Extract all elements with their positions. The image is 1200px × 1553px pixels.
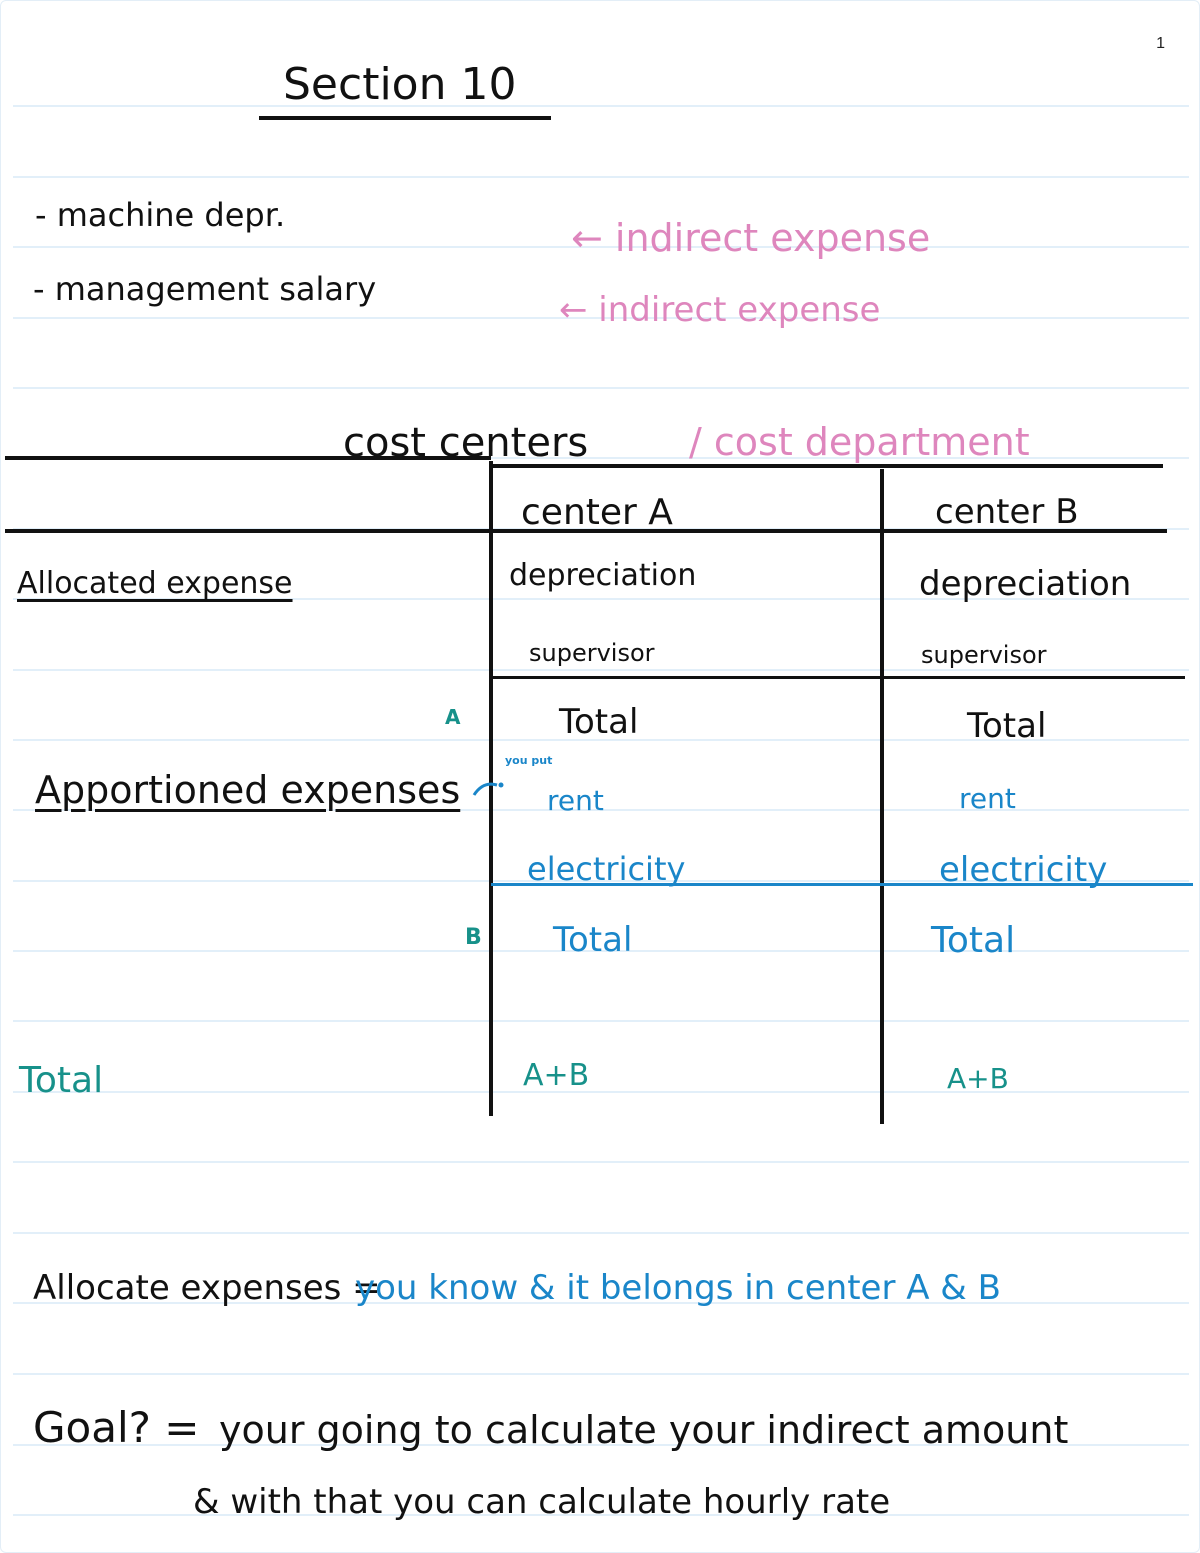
- note-management-salary: - management salary: [33, 270, 377, 308]
- ruled-line: [13, 387, 1189, 389]
- note-annotation-indirect-2: ← indirect expense: [559, 290, 881, 330]
- table-title-alt: / cost department: [689, 420, 1030, 464]
- ruled-line: [13, 457, 1189, 459]
- ruled-line: [13, 1444, 1189, 1446]
- cell-b-rent: rent: [959, 782, 1016, 815]
- ruled-line: [13, 1020, 1189, 1022]
- cell-b-depreciation: depreciation: [919, 564, 1132, 604]
- definition-allocate-text: you know & it belongs in center A & B: [355, 1268, 1001, 1308]
- cell-a-grand-total: A+B: [523, 1058, 590, 1093]
- goal-line-1: your going to calculate your indirect am…: [219, 1408, 1069, 1452]
- section-label-apportioned: Apportioned expenses: [35, 768, 461, 812]
- note-machine-depr: - machine depr.: [35, 196, 286, 234]
- marker-b: B: [465, 925, 482, 950]
- column-header-center-b: center B: [935, 492, 1079, 532]
- ruled-line: [13, 1232, 1189, 1234]
- ruled-line: [13, 950, 1189, 952]
- note-annotation-indirect-1: ← indirect expense: [571, 216, 931, 260]
- table-divider-b: [880, 469, 884, 1124]
- marker-a: A: [445, 705, 461, 729]
- section-label-allocated: Allocated expense: [17, 566, 293, 601]
- apportioned-subtotal-line: [491, 883, 1193, 886]
- cell-b-grand-total: A+B: [947, 1062, 1009, 1095]
- definition-allocate-term: Allocate expenses =: [33, 1268, 381, 1308]
- page-number: 1: [1156, 35, 1165, 52]
- ruled-line: [13, 317, 1189, 319]
- title-underline: [259, 116, 551, 120]
- cell-a-apportioned-total: Total: [553, 920, 633, 960]
- cell-a-depreciation: depreciation: [509, 558, 697, 593]
- ruled-line: [13, 1091, 1189, 1093]
- cell-b-electricity: electricity: [939, 850, 1108, 890]
- page-title: Section 10: [283, 59, 517, 110]
- allocated-subtotal-line: [489, 676, 1185, 679]
- goal-term: Goal? =: [33, 1403, 200, 1452]
- goal-line-2: & with that you can calculate hourly rat…: [193, 1482, 891, 1522]
- table-top-border-left: [5, 456, 491, 460]
- ruled-line: [13, 880, 1189, 882]
- section-label-total: Total: [19, 1060, 104, 1101]
- ruled-line: [13, 1302, 1189, 1304]
- table-header-border: [5, 529, 1167, 533]
- ruled-line: [13, 669, 1189, 671]
- table-top-border-right: [491, 464, 1163, 468]
- ruled-line: [13, 739, 1189, 741]
- arrow-note: you put: [505, 754, 553, 767]
- table-divider-a: [489, 461, 493, 1116]
- arrow-icon: [472, 782, 504, 796]
- cell-b-allocated-total: Total: [967, 706, 1047, 746]
- cell-b-supervisor: supervisor: [921, 641, 1047, 669]
- ruled-line: [13, 809, 1189, 811]
- ruled-line: [13, 1373, 1189, 1375]
- ruled-line: [13, 1161, 1189, 1163]
- ruled-line: [13, 1514, 1189, 1516]
- ruled-line: [13, 598, 1189, 600]
- cell-a-supervisor: supervisor: [529, 639, 655, 667]
- cell-b-apportioned-total: Total: [931, 920, 1016, 961]
- ruled-line: [13, 105, 1189, 107]
- ruled-line: [13, 176, 1189, 178]
- cell-a-rent: rent: [547, 784, 604, 817]
- cell-a-allocated-total: Total: [559, 702, 639, 742]
- cell-a-electricity: electricity: [527, 850, 686, 888]
- ruled-line: [13, 246, 1189, 248]
- column-header-center-a: center A: [521, 492, 673, 533]
